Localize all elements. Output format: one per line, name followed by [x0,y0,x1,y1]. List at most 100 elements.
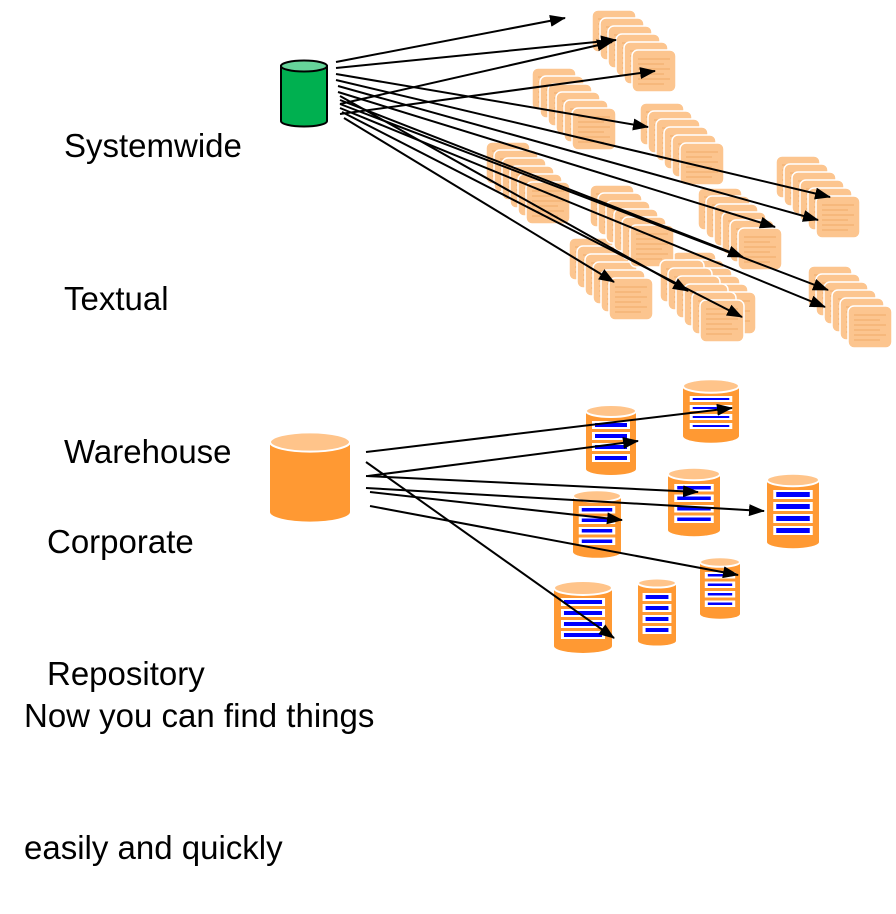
warehouse-arrow [335,79,831,200]
record-row-bar [563,611,603,615]
record-row-bar [595,456,627,460]
warehouse-arrow [339,39,613,105]
record-row-bar [563,622,603,626]
record-row-bar [707,602,733,605]
repository-database-icon-body [270,442,350,522]
caption: Now you can find things easily and quick… [24,606,374,914]
record-row-bar [595,423,627,427]
warehouse-arrow [339,67,656,115]
record-row-bar [645,628,669,632]
record-row-bar [707,583,733,586]
warehouse-arrow [341,111,743,318]
repository-database-icon [269,431,351,522]
record-database-icon [553,580,613,653]
record-row-bar [595,445,627,449]
repository-arrow [365,487,765,517]
record-database-icon [667,466,721,537]
warehouse-label: Systemwide Textual Warehouse [64,18,242,528]
record-row-bar [581,529,613,533]
record-database-icon [766,472,820,549]
document-page-sheet [608,277,654,321]
document-stack [589,184,675,268]
record-row-bar [692,416,730,418]
repository-label: Corporate Repository [47,432,205,740]
record-row-bar [677,496,711,500]
warehouse-label-line-2: Textual [64,280,169,317]
record-database-icon [572,489,622,558]
record-row-bar [645,617,669,621]
document-page [815,195,861,239]
repository-arrow [367,436,639,477]
record-row-bar [563,600,603,604]
record-database-icon [699,556,741,619]
repository-arrows [365,403,765,639]
repository-label-line-1: Corporate [47,523,194,560]
warehouse-label-line-3: Warehouse [64,433,232,470]
record-database-icon-top [553,580,613,596]
caption-line-2: easily and quickly [24,829,283,866]
record-row-bar [776,504,810,509]
warehouse-database-icon-body [280,65,328,128]
repository-arrow [369,491,623,525]
record-row-bar [776,492,810,497]
diagram-canvas [269,9,893,653]
record-database-icon [585,404,637,475]
document-stack [591,9,677,93]
record-row-bar [563,633,603,637]
record-row-bar [707,593,733,596]
warehouse-arrows [335,14,831,318]
warehouse-arrow [339,107,826,308]
record-row-bar [692,398,730,400]
record-row-bar [677,486,711,490]
record-row-bar [692,425,730,427]
record-database-icon [682,378,740,443]
record-row-bar [595,434,627,438]
document-page [847,305,893,349]
document-stack [531,67,617,151]
document-page [608,277,654,321]
repository-arrow [365,475,699,498]
record-database-icon-top [682,378,740,394]
document-stack [807,265,893,349]
record-database-icon-body [700,562,740,619]
warehouse-arrow [339,103,829,291]
record-row-bar [581,518,613,522]
record-database-icon-top [637,577,677,589]
warehouse-arrow [337,91,776,229]
record-row-bar [677,517,711,521]
warehouse-arrow [335,73,649,131]
warehouse-arrow [343,117,615,283]
record-database-icon [637,577,677,646]
record-database-icon-top [766,472,820,488]
record-row-bar [707,574,733,577]
record-row-bar [645,606,669,610]
document-page [679,142,725,186]
document-stack [775,155,861,239]
record-database-icon-top [585,404,637,418]
warehouse-label-line-1: Systemwide [64,127,242,164]
warehouse-database-icon-top [280,59,328,73]
warehouse-arrow [337,85,819,222]
caption-line-1: Now you can find things [24,697,375,734]
record-row-bar [692,407,730,409]
document-page-sheet [679,142,725,186]
document-page [699,299,745,343]
warehouse-arrow [335,14,566,63]
record-row-bar [776,528,810,533]
warehouse-database-icon [280,59,328,128]
record-database-icon-body [638,583,676,646]
database-cylinders [553,378,820,653]
document-page-sheet [815,195,861,239]
record-row-bar [581,539,613,543]
record-database-icon-top [699,556,741,568]
record-row-bar [677,507,711,511]
repository-arrow [369,505,739,579]
document-stacks [485,9,893,349]
warehouse-arrow [339,99,744,258]
record-row-bar [776,516,810,521]
source-cylinders [269,59,351,522]
record-row-bar [581,508,613,512]
record-database-icon-top [667,466,721,482]
repository-arrow [365,403,733,453]
warehouse-arrow [335,35,617,69]
